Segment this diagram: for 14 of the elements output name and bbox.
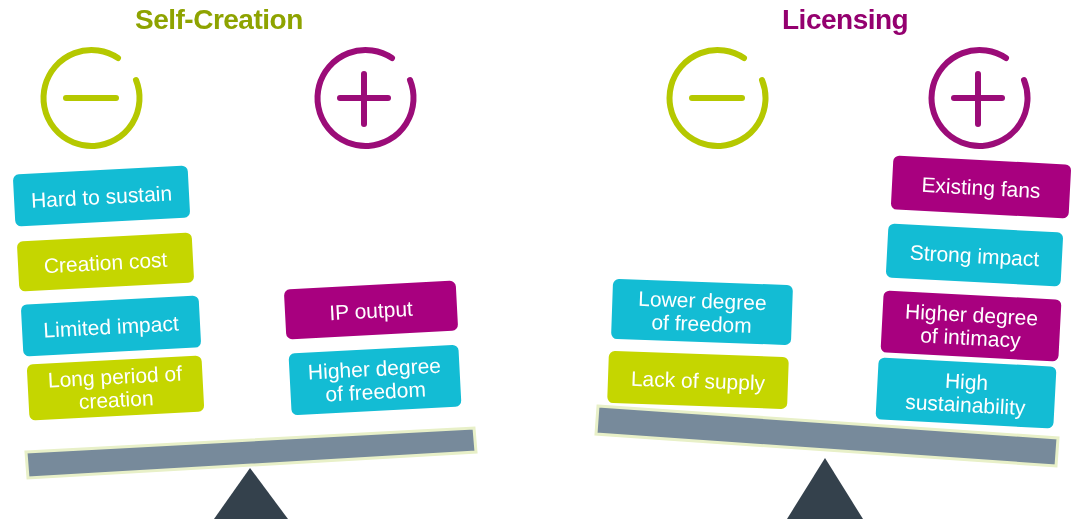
text-box: IP output bbox=[283, 280, 459, 340]
text-box: High sustainability bbox=[875, 357, 1057, 429]
heading: Licensing bbox=[782, 4, 909, 36]
text-box: Strong impact bbox=[885, 223, 1064, 287]
text-box: Higher degree of freedom bbox=[288, 344, 462, 416]
heading: Self-Creation bbox=[135, 4, 303, 36]
text-box: Lower degree of freedom bbox=[611, 278, 793, 346]
text-box: Long period of creation bbox=[26, 355, 205, 421]
text-box: Hard to sustain bbox=[12, 165, 191, 227]
text-box: Creation cost bbox=[16, 232, 195, 292]
text-box: Limited impact bbox=[20, 295, 202, 357]
text-box: Existing fans bbox=[890, 155, 1072, 219]
text-box: Higher degree of intimacy bbox=[880, 290, 1062, 362]
text-box: Lack of supply bbox=[607, 350, 789, 410]
